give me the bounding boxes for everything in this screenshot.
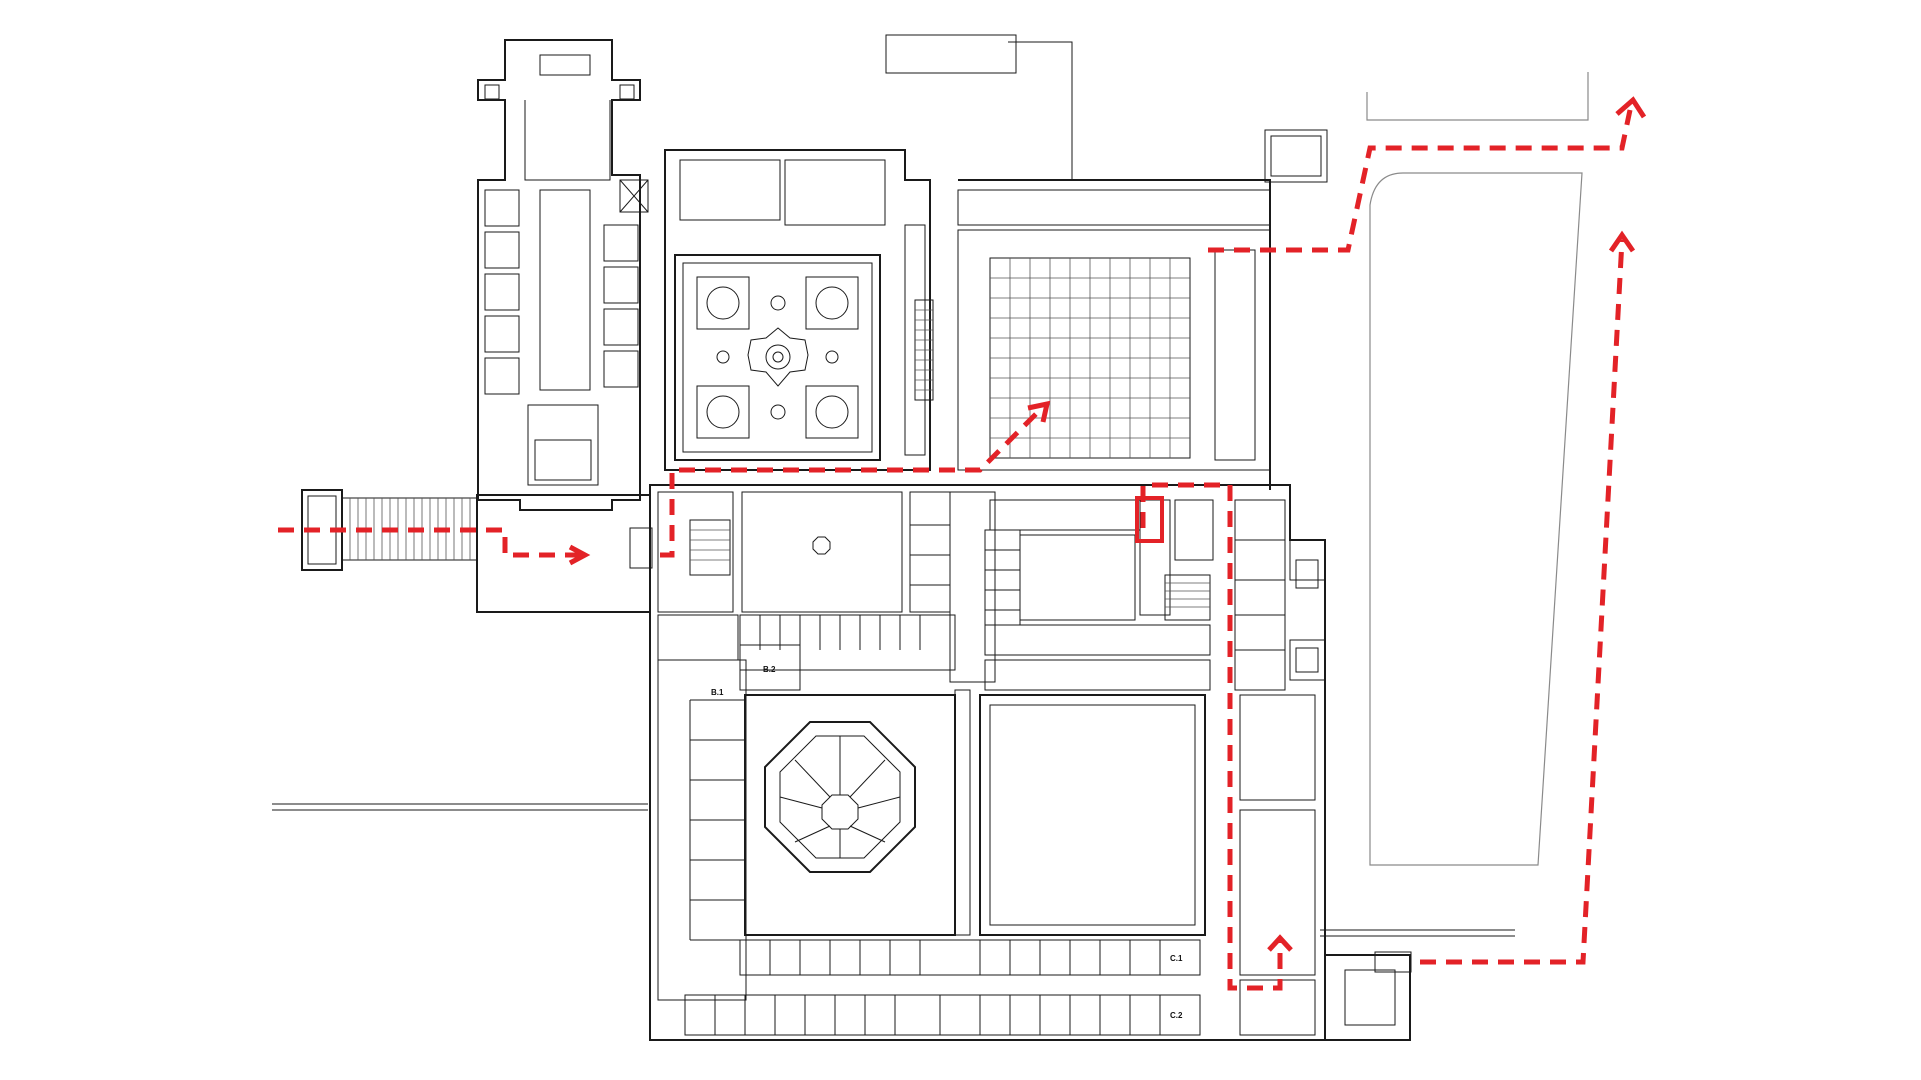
north-cloister <box>664 149 934 471</box>
stair-highlight <box>1135 496 1164 543</box>
north-hall-2 <box>784 159 886 226</box>
church-nave <box>539 189 591 391</box>
grid-courtyard <box>957 179 1271 490</box>
octagon-center <box>821 794 859 830</box>
hall-side-rooms <box>909 491 951 613</box>
cloister-garden <box>674 254 881 461</box>
visitor-routes <box>278 96 1647 991</box>
octagon-inner <box>779 735 901 859</box>
west-range-rooms <box>689 699 746 941</box>
south-outer-partitions <box>714 995 1161 1035</box>
route-north-cloister <box>660 408 1042 558</box>
east-gallery <box>1214 249 1256 461</box>
cloister-garden-inner <box>682 262 873 453</box>
octagon-paths <box>779 736 901 858</box>
room-b2 <box>739 644 801 691</box>
south-range-cells <box>739 939 1201 976</box>
context-tower-east <box>1264 129 1328 183</box>
cell-partitions <box>759 615 921 650</box>
church-crossing <box>527 404 599 486</box>
stair-west <box>689 519 731 576</box>
route-east-exit-arrowhead <box>1608 230 1636 253</box>
grid-courtyard-outline <box>957 229 1271 471</box>
church-side-chapels-east <box>603 224 639 388</box>
east-hall-1 <box>1239 694 1316 801</box>
north-cloister-outline <box>664 149 931 471</box>
west-entrance <box>301 489 653 613</box>
north-range-cells <box>739 614 956 671</box>
octagon-cloister <box>744 694 956 936</box>
church-corner-tower-ne <box>619 84 635 100</box>
route-east-exit <box>1420 239 1625 965</box>
church-apse <box>539 54 591 76</box>
central-service-block <box>949 491 1214 691</box>
room-label-c1: C.1 <box>1170 954 1183 963</box>
church-corner-tower-nw <box>484 84 500 100</box>
route-north-exit <box>1208 109 1633 253</box>
route-west-entry <box>278 527 580 558</box>
church-wing <box>477 39 649 511</box>
church-outline <box>477 39 641 511</box>
east-annex-2 <box>1289 639 1326 681</box>
west-range-head <box>657 614 739 661</box>
context-annex-right <box>1008 41 1073 181</box>
hall-fountain <box>812 536 831 555</box>
north-stair <box>914 299 934 401</box>
north-hall-1 <box>679 159 781 221</box>
route-west-entry-arrowhead <box>568 544 591 566</box>
east-range-rooms <box>1234 499 1286 691</box>
north-portico <box>957 189 1271 226</box>
south-east-courtyard <box>979 694 1206 936</box>
garden-fountain <box>747 327 809 387</box>
church-side-chapels-west <box>484 189 520 395</box>
route-east-corridor-arrowhead <box>1267 934 1293 952</box>
room-labels: B.1 B.2 C.1 C.2 <box>711 665 1183 1020</box>
room-label-b2: B.2 <box>763 665 776 674</box>
church-bell-tower <box>619 179 649 213</box>
south-east-pavilion <box>1324 954 1411 1041</box>
south-complex-outline <box>649 484 1326 1041</box>
stair-hall-west <box>657 491 734 613</box>
grid-lines <box>990 258 1190 458</box>
room-label-b1: B.1 <box>711 688 724 697</box>
room-label-c2: C.2 <box>1170 1011 1183 1020</box>
east-range-outline <box>958 179 1271 490</box>
route-east-corridor <box>1140 482 1283 991</box>
church-sacristy <box>534 439 592 481</box>
garden-parterres <box>696 276 859 439</box>
east-annex-1 <box>1289 539 1326 581</box>
south-complex <box>649 484 1412 1041</box>
context-parking-lot <box>1369 172 1583 866</box>
context-buildings <box>272 34 1589 937</box>
context-annex-top <box>885 34 1017 74</box>
east-hall-2 <box>1239 809 1316 976</box>
church-choir <box>524 100 611 181</box>
south-outer-range <box>684 994 1201 1036</box>
entrance-stair <box>629 527 653 569</box>
central-corridor <box>954 689 971 936</box>
context-block-top <box>1366 72 1589 121</box>
route-north-exit-arrowhead <box>1615 96 1647 119</box>
entrance-hall <box>741 491 903 613</box>
west-range <box>657 659 747 1001</box>
south-cells-partitions <box>769 940 1161 975</box>
context-tower-east-inner <box>1270 135 1322 177</box>
octagon-garden <box>764 721 916 873</box>
entrance-forecourt <box>476 494 651 613</box>
route-north-cloister-arrowhead <box>1027 400 1051 423</box>
